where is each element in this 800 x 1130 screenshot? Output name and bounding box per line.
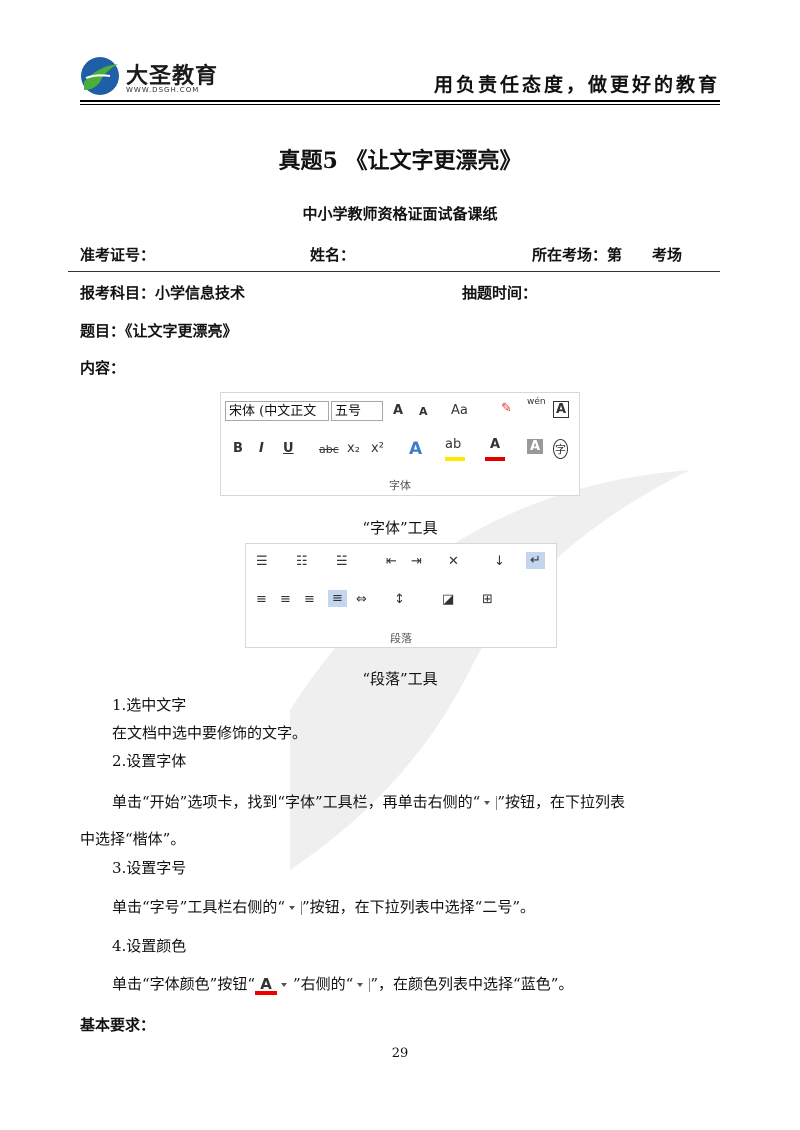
paragraph-group-label: 段落 [390, 632, 412, 645]
field-draw-time: 抽题时间： [462, 284, 538, 302]
field-name: 姓名： [310, 246, 356, 264]
field-subject: 报考科目：小学信息技术 [80, 284, 246, 302]
font-color-icon: A [255, 975, 278, 995]
align-left-icon[interactable]: ≡ [256, 592, 267, 607]
step-3-text-b: ”按钮，在下拉列表中选择“二号”。 [302, 898, 536, 916]
step-3-text-a: 单击“字号”工具栏右侧的“ [112, 898, 286, 916]
increase-indent-icon[interactable]: ⇥ [411, 554, 422, 569]
requirements-heading: 基本要求： [80, 1016, 156, 1034]
step-4-text: 单击“字体颜色”按钮“A ”右侧的“ ”，在颜色列表中选择“蓝色”。 [112, 973, 573, 995]
superscript-button[interactable]: x² [371, 441, 384, 456]
strikethrough-button[interactable]: abc [319, 443, 339, 456]
line-spacing-icon[interactable]: ↕ [394, 592, 405, 607]
step-2-text-c: 中选择“楷体”。 [80, 830, 186, 848]
enclose-char-button[interactable]: 字 [553, 439, 568, 459]
phonetic-guide-button[interactable]: wén [527, 397, 546, 407]
bold-button[interactable]: B [233, 441, 243, 456]
page-subtitle: 中小学教师资格证面试备课纸 [302, 205, 498, 223]
chevron-down-icon [277, 978, 293, 992]
font-name-combo[interactable]: 宋体 (中文正文 [225, 401, 329, 421]
char-shading-button[interactable]: A [527, 439, 544, 454]
page-number: 29 [391, 1046, 409, 1061]
step-2-text-a: 单击“开始”选项卡，找到“字体”工具栏，再单击右侧的“ [112, 793, 481, 811]
step-2-text-line1: 单击“开始”选项卡，找到“字体”工具栏，再单击右侧的“ ”按钮，在下拉列表 [112, 791, 625, 812]
paragraph-toolbar-caption: “段落”工具 [362, 670, 438, 688]
dropdown-arrow-icon [353, 978, 371, 992]
underline-button[interactable]: U [283, 441, 294, 456]
change-case-button[interactable]: Aa [451, 403, 468, 418]
chinese-layout-icon[interactable]: ✕ [448, 554, 459, 569]
header-rule-thick [80, 100, 720, 102]
step-4-text-c: ”，在颜色列表中选择“蓝色”。 [370, 975, 574, 993]
logo-icon [81, 57, 119, 95]
shrink-font-button[interactable]: A [419, 405, 428, 418]
step-1-label: 1.选中文字 [112, 696, 187, 714]
font-color-button[interactable]: A [485, 437, 505, 461]
field-ticket-no: 准考证号： [80, 246, 156, 264]
decrease-indent-icon[interactable]: ⇤ [386, 554, 397, 569]
watermark-logo [290, 470, 690, 870]
subscript-button[interactable]: x₂ [347, 441, 360, 456]
step-3-text: 单击“字号”工具栏右侧的“ ”按钮，在下拉列表中选择“二号”。 [112, 896, 535, 917]
align-center-icon[interactable]: ≡ [280, 592, 291, 607]
field-topic: 题目：《让文字更漂亮》 [80, 322, 238, 340]
clear-format-icon[interactable]: ✎ [501, 401, 512, 416]
header-rule-thin [80, 104, 720, 105]
step-2-text-b: ”按钮，在下拉列表 [497, 793, 626, 811]
justify-icon[interactable]: ≡ [328, 590, 347, 607]
field-content: 内容： [80, 359, 126, 377]
step-1-text: 在文档中选中要修饰的文字。 [112, 724, 308, 742]
text-effects-button[interactable]: A [409, 439, 423, 459]
logo-text: 大圣教育 [126, 64, 219, 89]
font-toolbar: 宋体 (中文正文 五号 A A Aa ✎ wén A B I U abc x₂ … [220, 392, 580, 496]
borders-icon[interactable]: ⊞ [482, 592, 493, 607]
font-size-combo[interactable]: 五号 [331, 401, 383, 421]
dropdown-arrow-icon [480, 796, 498, 810]
logo-url: WWW.DSGH.COM [126, 86, 200, 94]
align-right-icon[interactable]: ≡ [304, 592, 315, 607]
multilevel-list-icon[interactable]: ☱ [336, 554, 348, 569]
char-border-button[interactable]: A [553, 401, 570, 418]
step-3-label: 3.设置字号 [112, 859, 187, 877]
page-title: 真题5 《让文字更漂亮》 [278, 148, 522, 174]
step-4-label: 4.设置颜色 [112, 937, 187, 955]
dropdown-arrow-icon [285, 901, 303, 915]
field-divider [68, 271, 720, 272]
field-venue: 所在考场：第 考场 [532, 246, 683, 264]
step-4-text-a: 单击“字体颜色”按钮“ [112, 975, 256, 993]
bullets-icon[interactable]: ☰ [256, 554, 268, 569]
distributed-icon[interactable]: ⇔ [356, 592, 367, 607]
paragraph-toolbar: ☰ ☷ ☱ ⇤ ⇥ ✕ ↓ ↵ ≡ ≡ ≡ ≡ ⇔ ↕ ◪ ⊞ 段落 [245, 543, 557, 648]
step-2-label: 2.设置字体 [112, 752, 187, 770]
font-toolbar-caption: “字体”工具 [362, 519, 438, 537]
highlight-icon[interactable]: ab [445, 437, 465, 461]
font-group-label: 字体 [389, 479, 411, 492]
grow-font-button[interactable]: A [393, 403, 404, 418]
step-4-text-b: ”右侧的“ [293, 975, 354, 993]
slogan: 用负责任态度，做更好的教育 [433, 74, 720, 96]
show-marks-icon[interactable]: ↵ [526, 552, 545, 569]
numbering-icon[interactable]: ☷ [296, 554, 308, 569]
italic-button[interactable]: I [259, 441, 264, 456]
sort-icon[interactable]: ↓ [494, 554, 505, 569]
shading-icon[interactable]: ◪ [442, 592, 455, 607]
